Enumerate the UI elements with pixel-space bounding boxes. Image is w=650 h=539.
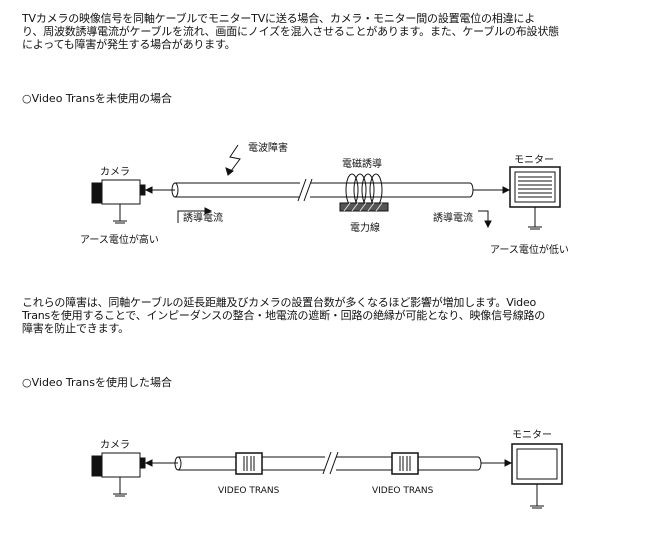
section1-heading: ○Video Transを未使用の場合	[22, 92, 172, 105]
video-trans-1	[235, 452, 263, 475]
camera-connector	[139, 184, 146, 196]
middle-line-1: これらの障害は、同軸ケーブルの延長距離及びカメラの設置台数が多くなるほど影響が増…	[22, 296, 537, 309]
camera-body	[101, 179, 141, 205]
middle-line-3: 障害を防止できます。	[22, 322, 129, 335]
lightning-icon	[227, 144, 241, 176]
magnetic-induction-label: 電磁誘導	[342, 157, 382, 170]
video-trans-2	[391, 452, 419, 475]
earth-high-label: アース電位が高い	[80, 233, 159, 246]
middle-line-2: Transを使用することで、インピーダンスの整合・地電流の遮断・回路の絶縁が可能…	[22, 309, 546, 322]
camera-label-1: カメラ	[100, 166, 130, 178]
induced-current-right-label: 誘導電流	[433, 211, 473, 224]
camera-lens	[91, 182, 103, 204]
monitor-label-1: モニター	[514, 154, 554, 166]
intro-line-1: TVカメラの映像信号を同軸ケーブルでモニターTVに送る場合、カメラ・モニター間の…	[22, 12, 536, 25]
video-trans-label-2: VIDEO TRANS	[372, 486, 434, 496]
diagram-without-video-trans: カメラ 電波障害 電磁誘導 モニター 誘導電流 誘導電流 電力線 アース電位が高…	[80, 141, 569, 256]
video-trans-label-1: VIDEO TRANS	[218, 486, 280, 496]
intro-line-2: り、周波数誘導電流がケーブルを流れ、画面にノイズを混入させることがあります。また…	[22, 25, 559, 38]
diagram-with-video-trans: カメラ モニター VIDEO TRANS VIDEO TRANS	[91, 429, 563, 509]
induction-coils	[345, 173, 383, 207]
power-line-label: 電力線	[350, 221, 380, 234]
intro-line-3: によっても障害が発生する場合があります。	[22, 38, 236, 51]
middle-paragraph: これらの障害は、同軸ケーブルの延長距離及びカメラの設置台数が多くなるほど影響が増…	[22, 296, 634, 335]
intro-paragraph: TVカメラの映像信号を同軸ケーブルでモニターTVに送る場合、カメラ・モニター間の…	[22, 12, 634, 51]
section2-heading: ○Video Transを使用した場合	[22, 376, 172, 389]
camera-body-2	[101, 452, 141, 478]
earth-low-label: アース電位が低い	[490, 243, 569, 256]
radio-noise-label: 電波障害	[248, 141, 288, 154]
induced-current-left-label: 誘導電流	[183, 211, 223, 224]
monitor-label-2: モニター	[512, 429, 552, 441]
monitor-2	[511, 443, 563, 509]
camera-lens-2	[91, 455, 103, 477]
coax-cable	[171, 178, 474, 202]
monitor-1	[509, 166, 561, 230]
camera-label-2: カメラ	[100, 439, 130, 451]
power-line-bar	[339, 202, 389, 212]
